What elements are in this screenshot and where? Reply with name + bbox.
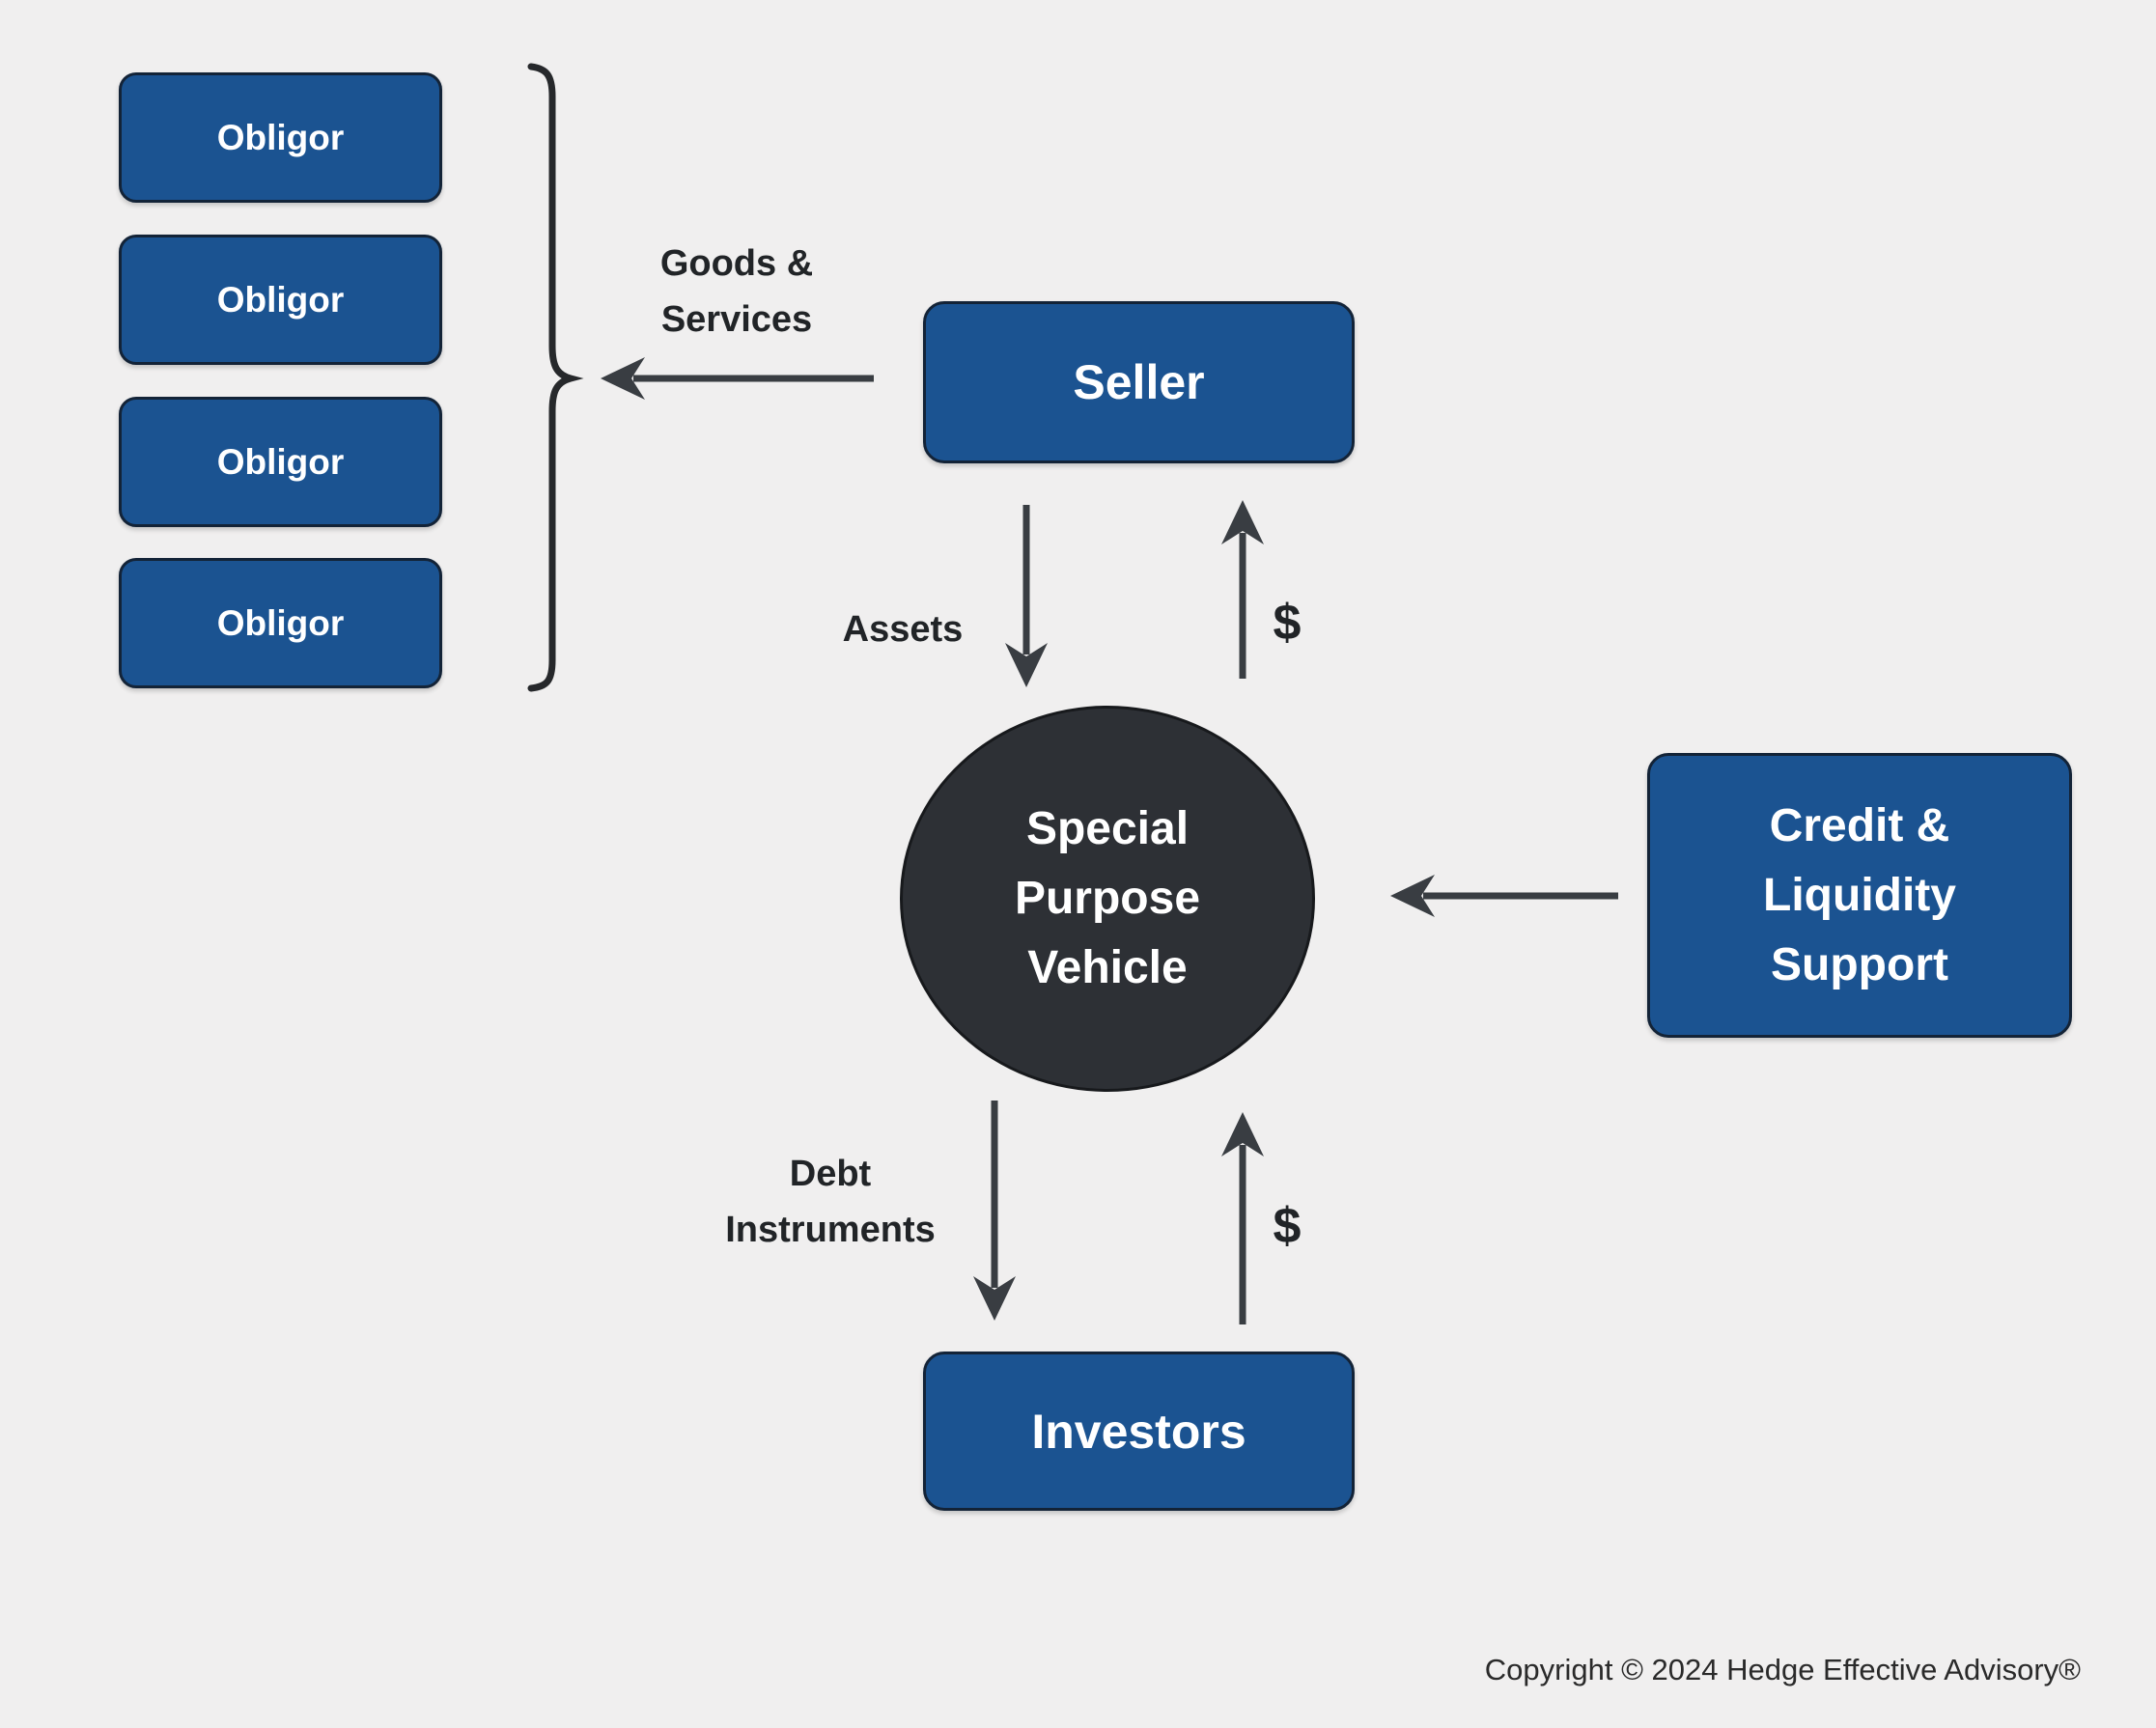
arrow-debt-instruments-head [973, 1276, 1016, 1321]
arrow-goods-services-head [601, 357, 645, 400]
node-investors: Investors [923, 1352, 1355, 1511]
node-obligor-4: Obligor [119, 558, 442, 688]
obligors-brace [527, 63, 584, 692]
debt-instruments-line-1: Debt [789, 1154, 872, 1194]
node-special-purpose-vehicle: Special Purpose Vehicle [900, 706, 1315, 1092]
arrow-dollar-seller [1221, 500, 1264, 679]
arrow-dollar-seller-head [1221, 500, 1264, 544]
node-seller: Seller [923, 301, 1355, 463]
goods-services-line-1: Goods & [659, 243, 814, 284]
goods-services-line-2: Services [660, 299, 813, 340]
edge-label-goods-services: Goods & Services [592, 236, 882, 348]
node-seller-label: Seller [1073, 355, 1205, 409]
edge-label-dollar-seller: $ [1273, 595, 1302, 651]
arrow-assets [1005, 505, 1048, 687]
arrow-credit-liquidity [1390, 875, 1618, 917]
edge-label-assets: Assets [842, 609, 964, 650]
arrow-assets-head [1005, 643, 1048, 687]
spv-label-line-3: Vehicle [1027, 942, 1188, 993]
debt-instruments-line-2: Instruments [725, 1210, 936, 1250]
arrow-debt-instruments [973, 1101, 1016, 1321]
arrow-dollar-investors [1221, 1112, 1264, 1324]
edge-label-debt-instruments: Debt Instruments [686, 1146, 975, 1258]
cls-label-line-3: Support [1771, 938, 1948, 990]
spv-label-line-2: Purpose [1014, 873, 1201, 924]
edge-label-dollar-investors: $ [1273, 1198, 1302, 1254]
cls-label-line-1: Credit & [1769, 799, 1950, 851]
node-obligor-1-label: Obligor [216, 117, 345, 157]
copyright-notice: Copyright © 2024 Hedge Effective Advisor… [1484, 1653, 2081, 1686]
node-credit-liquidity-support: Credit & Liquidity Support [1647, 753, 2072, 1038]
spv-label-line-1: Special [1025, 803, 1190, 854]
node-obligor-2: Obligor [119, 235, 442, 365]
node-obligor-3: Obligor [119, 397, 442, 527]
arrow-dollar-investors-head [1221, 1112, 1264, 1157]
arrow-goods-services [601, 357, 874, 400]
cls-label-line-2: Liquidity [1763, 869, 1956, 921]
node-obligor-1: Obligor [119, 72, 442, 203]
node-obligor-3-label: Obligor [216, 441, 345, 482]
arrow-credit-liquidity-head [1390, 875, 1435, 917]
node-obligor-4-label: Obligor [216, 602, 345, 643]
node-investors-label: Investors [1031, 1404, 1246, 1459]
node-obligor-2-label: Obligor [216, 279, 345, 320]
